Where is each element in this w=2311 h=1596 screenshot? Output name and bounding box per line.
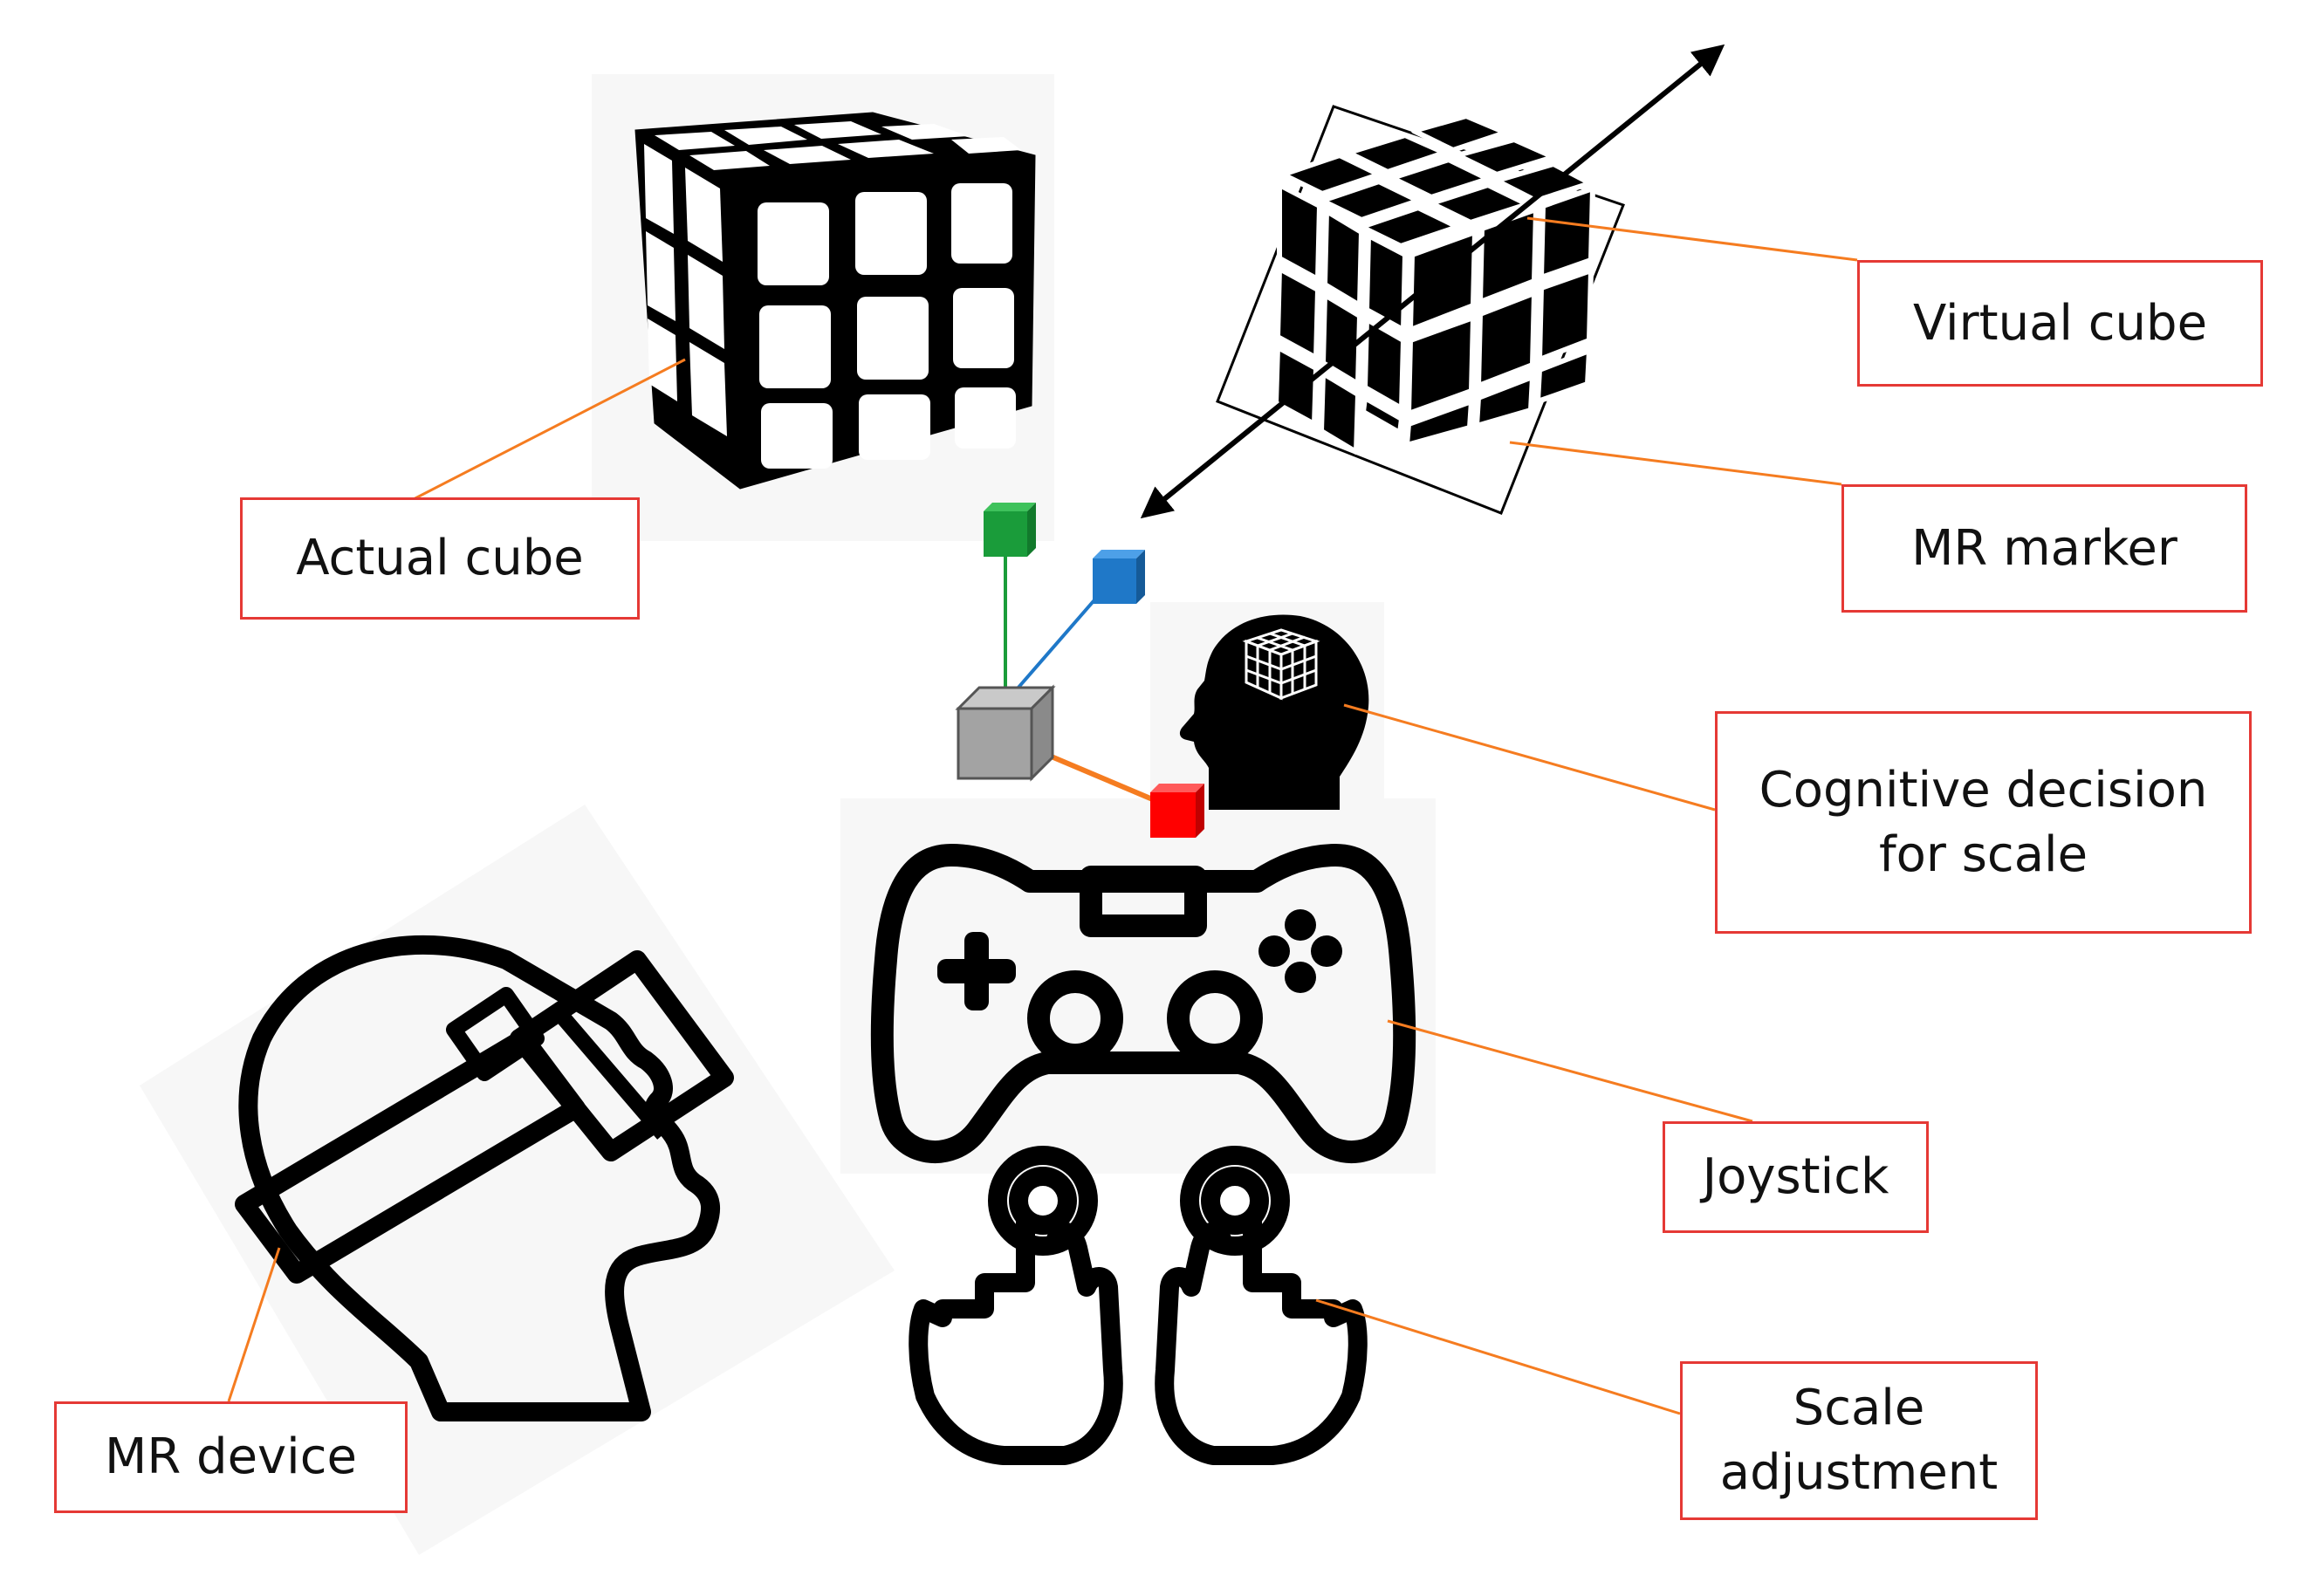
double-arrow-icon [1140,44,1725,519]
label-virtual-cube-text: Virtual cube [1912,294,2208,352]
label-mr-device-text: MR device [105,1428,357,1486]
label-scale-line-1: Scale [1793,1380,1925,1437]
mr-device-panel [140,805,895,1555]
cube-icon [634,112,1036,490]
finger-press-icon [909,1146,1368,1465]
label-cognitive-decision: Cognitive decision for scale [1715,711,2252,934]
label-cognitive-line-2: for scale [1878,825,2088,883]
axis-gizmo-icon [955,503,1204,838]
label-scale-line-2: adjustment [1719,1444,1999,1501]
head-with-cube-icon [1179,614,1369,810]
label-mr-device: MR device [54,1401,408,1513]
label-virtual-cube: Virtual cube [1857,260,2263,387]
leader-lines [227,216,1858,1415]
gamepad-controls [937,909,1342,1010]
label-mr-marker: MR marker [1841,484,2247,613]
label-actual-cube-text: Actual cube [296,530,584,587]
gamepad-sticks [1027,970,1263,1066]
label-scale-adjustment: Scale adjustment [1680,1361,2038,1520]
label-mr-marker-text: MR marker [1911,519,2177,577]
label-cognitive-line-1: Cognitive decision [1759,761,2208,819]
vr-headset-icon [235,935,734,1421]
label-actual-cube: Actual cube [240,497,640,620]
gamepad-icon [870,844,1416,1163]
label-joystick-text: Joystick [1702,1148,1889,1206]
label-joystick: Joystick [1663,1121,1929,1233]
